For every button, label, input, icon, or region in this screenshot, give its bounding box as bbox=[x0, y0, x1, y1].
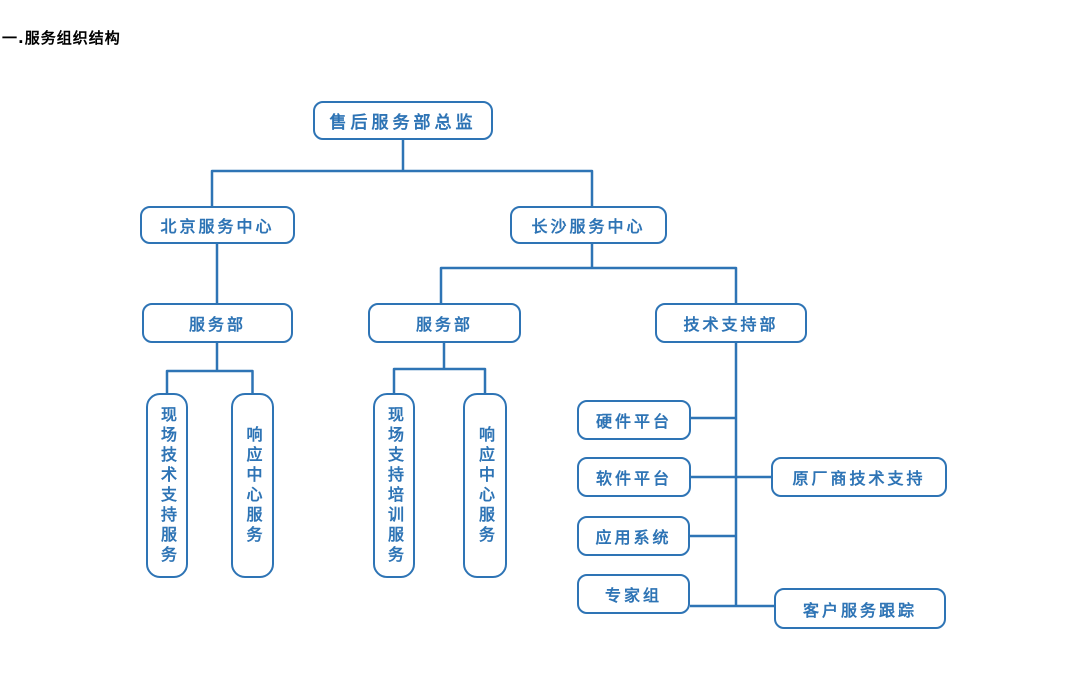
node-changsha-service-center: 长沙服务中心 bbox=[510, 206, 667, 244]
connector-director-to-centers bbox=[210, 140, 594, 206]
node-director: 售后服务部总监 bbox=[313, 101, 493, 140]
node-changsha-response-center-service: 响应中心服务 bbox=[463, 393, 507, 578]
node-tech-support-dept: 技术支持部 bbox=[655, 303, 807, 343]
node-software-platform: 软件平台 bbox=[577, 457, 691, 497]
connector-changsha-to-depts bbox=[439, 244, 738, 303]
node-changsha-service-dept: 服务部 bbox=[368, 303, 521, 343]
section-heading: 一.服务组织结构 bbox=[2, 29, 121, 47]
node-changsha-onsite-support-training-service: 现场支持培训服务 bbox=[373, 393, 415, 578]
connector-beijing-service-to-children bbox=[165, 343, 254, 393]
node-beijing-service-dept: 服务部 bbox=[142, 303, 293, 343]
node-hardware-platform: 硬件平台 bbox=[577, 400, 691, 440]
node-beijing-response-center-service: 响应中心服务 bbox=[231, 393, 274, 578]
node-beijing-service-center: 北京服务中心 bbox=[140, 206, 295, 244]
node-customer-service-tracking: 客户服务跟踪 bbox=[774, 588, 946, 629]
connector-changsha-service-to-children bbox=[392, 343, 487, 393]
node-beijing-onsite-tech-support-service: 现场技术支持服务 bbox=[146, 393, 188, 578]
node-application-system: 应用系统 bbox=[577, 516, 690, 556]
node-expert-group: 专家组 bbox=[577, 574, 690, 614]
node-oem-technical-support: 原厂商技术支持 bbox=[771, 457, 947, 497]
